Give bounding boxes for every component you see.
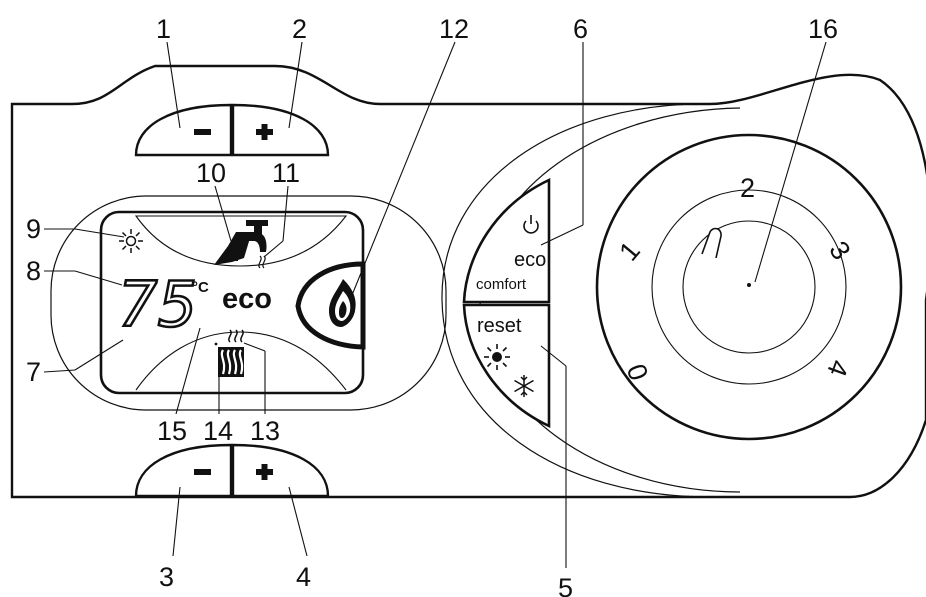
callout-1: 1 bbox=[156, 14, 171, 44]
power-icon bbox=[523, 215, 539, 234]
dhw-plus-button[interactable] bbox=[231, 103, 330, 157]
callout-11: 11 bbox=[272, 158, 300, 188]
temperature-readout: 75 bbox=[118, 268, 197, 341]
lcd-lower-arc bbox=[135, 331, 347, 391]
dhw-minus-button[interactable] bbox=[134, 103, 233, 157]
callout-3: 3 bbox=[159, 562, 174, 592]
tap-icon bbox=[214, 220, 268, 265]
dial-center-dot bbox=[747, 283, 751, 287]
sun-mode-icon bbox=[484, 344, 510, 370]
callout-13: 13 bbox=[250, 416, 280, 446]
leader-lines bbox=[43, 41, 827, 568]
callout-10: 10 bbox=[196, 158, 226, 188]
callout-6: 6 bbox=[573, 14, 588, 44]
right-housing-outer-curve bbox=[441, 103, 711, 498]
callout-14: 14 bbox=[203, 416, 233, 446]
sun-icon bbox=[119, 229, 143, 253]
eco-indicator: eco bbox=[222, 283, 272, 315]
dial-middle-ring bbox=[651, 189, 847, 385]
callout-16: 16 bbox=[808, 14, 838, 44]
callout-9: 9 bbox=[26, 214, 41, 244]
ch-plus-button[interactable] bbox=[231, 443, 330, 498]
flame-icon bbox=[329, 279, 356, 327]
heat-waves-icon bbox=[228, 329, 244, 343]
ch-minus-button[interactable] bbox=[134, 443, 233, 498]
dial-pointer bbox=[701, 227, 722, 259]
radiator-icon bbox=[214, 342, 244, 377]
callout-4: 4 bbox=[296, 562, 311, 592]
callout-12: 12 bbox=[439, 14, 469, 44]
callout-7: 7 bbox=[26, 357, 41, 387]
eco-button-label: eco bbox=[514, 249, 546, 271]
dial-number-2: 2 bbox=[740, 173, 755, 203]
callout-8: 8 bbox=[26, 256, 41, 286]
callout-5: 5 bbox=[558, 573, 573, 597]
callout-15: 15 bbox=[157, 416, 187, 446]
callout-2: 2 bbox=[292, 14, 307, 44]
snowflake-icon bbox=[514, 375, 534, 397]
eco-comfort-button[interactable] bbox=[462, 177, 551, 304]
comfort-button-label: comfort bbox=[476, 276, 527, 293]
temperature-unit: °C bbox=[192, 279, 209, 296]
reset-button-label: reset bbox=[477, 315, 522, 337]
